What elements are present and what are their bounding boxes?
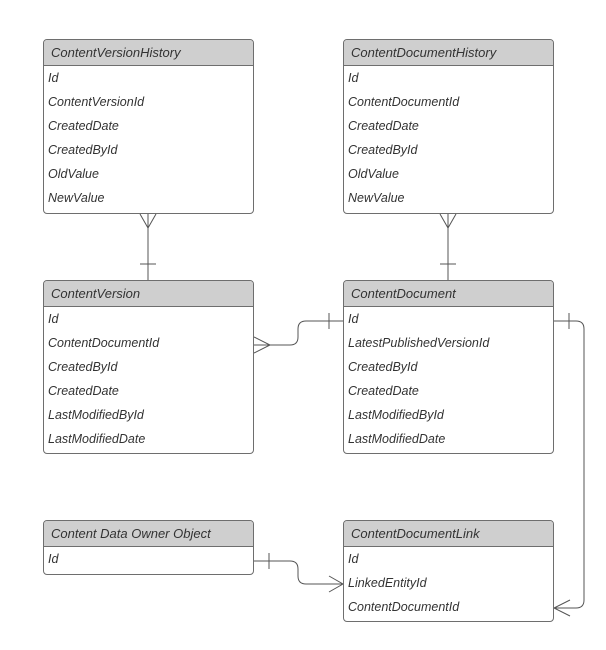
crow-foot-many bbox=[139, 213, 157, 230]
entity-field: CreatedDate bbox=[348, 119, 419, 133]
entity-field: CreatedById bbox=[48, 143, 118, 157]
entity-field: ContentDocumentId bbox=[348, 95, 460, 109]
entity-content-document: ContentDocument Id LatestPublishedVersio… bbox=[343, 280, 554, 454]
entity-title: ContentDocument bbox=[344, 281, 553, 307]
entity-title: ContentVersionHistory bbox=[44, 40, 253, 66]
entity-field: OldValue bbox=[48, 167, 99, 181]
entity-field: CreatedById bbox=[48, 360, 118, 374]
relation-contentdocument-link bbox=[552, 313, 585, 617]
entity-title: ContentDocumentHistory bbox=[344, 40, 553, 66]
entity-field: LinkedEntityId bbox=[348, 576, 427, 590]
relation-contentversion-contentdocument bbox=[253, 313, 343, 354]
entity-title: ContentVersion bbox=[44, 281, 253, 307]
relation-contentdocument-history bbox=[439, 213, 457, 280]
entity-content-document-history: ContentDocumentHistory Id ContentDocumen… bbox=[343, 39, 554, 214]
entity-field: NewValue bbox=[348, 191, 405, 205]
entity-field: LastModifiedById bbox=[348, 408, 444, 422]
entity-field: CreatedById bbox=[348, 143, 418, 157]
relation-contentversion-history bbox=[139, 213, 157, 280]
entity-field: LatestPublishedVersionId bbox=[348, 336, 490, 350]
entity-content-version: ContentVersion Id ContentDocumentId Crea… bbox=[43, 280, 254, 454]
entity-field: Id bbox=[348, 71, 359, 85]
crow-foot-many bbox=[552, 599, 571, 617]
entity-title: Content Data Owner Object bbox=[44, 521, 253, 547]
entity-field: ContentVersionId bbox=[48, 95, 145, 109]
entity-field: ContentDocumentId bbox=[348, 600, 460, 614]
entity-field: LastModifiedDate bbox=[48, 432, 146, 446]
relation-owner-link bbox=[254, 553, 345, 593]
entity-title: ContentDocumentLink bbox=[344, 521, 553, 547]
entity-field: OldValue bbox=[348, 167, 399, 181]
crow-foot-many bbox=[253, 336, 272, 354]
entity-content-document-link: ContentDocumentLink Id LinkedEntityId Co… bbox=[343, 520, 554, 622]
entity-field: LastModifiedById bbox=[48, 408, 144, 422]
entity-field: CreatedDate bbox=[48, 384, 119, 398]
entity-field: ContentDocumentId bbox=[48, 336, 160, 350]
entity-field: CreatedDate bbox=[48, 119, 119, 133]
crow-foot-many bbox=[439, 213, 457, 230]
entity-content-version-history: ContentVersionHistory Id ContentVersionI… bbox=[43, 39, 254, 214]
entity-content-data-owner-object: Content Data Owner Object Id bbox=[43, 520, 254, 575]
entity-field: Id bbox=[348, 312, 359, 326]
entity-field: NewValue bbox=[48, 191, 105, 205]
entity-field: CreatedDate bbox=[348, 384, 419, 398]
entity-field: Id bbox=[348, 552, 359, 566]
entity-field: Id bbox=[48, 312, 59, 326]
entity-field: Id bbox=[48, 552, 59, 566]
entity-field: LastModifiedDate bbox=[348, 432, 446, 446]
entity-field: Id bbox=[48, 71, 59, 85]
entity-field: CreatedById bbox=[348, 360, 418, 374]
